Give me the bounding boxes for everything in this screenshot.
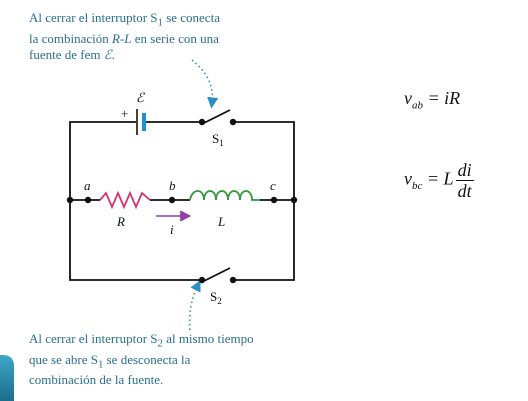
resistor-label: R	[116, 214, 125, 229]
wire-top-right	[233, 121, 295, 200]
switch-s2-label: S2	[210, 289, 222, 306]
corner-decoration	[0, 355, 14, 401]
node-c	[270, 196, 278, 204]
node-right-junction	[290, 196, 298, 204]
switch-s2-contact-right	[229, 276, 237, 284]
wire-top-left	[69, 121, 136, 200]
node-b	[168, 196, 176, 204]
wire-bottom-right	[233, 200, 295, 281]
switch-s2-blade	[201, 267, 231, 283]
inductor	[189, 190, 260, 201]
top-caption-line1: Al cerrar el interruptor S1 se conecta	[29, 10, 220, 29]
node-left-junction	[66, 196, 74, 204]
pointer-to-s2	[188, 279, 201, 331]
node-b-label: b	[169, 178, 176, 193]
equation-vab: vab = iR	[404, 88, 461, 112]
wire-bottom-left	[69, 200, 202, 281]
resistor	[99, 190, 151, 210]
node-c-label: c	[270, 178, 276, 193]
switch-s2-contact-left	[198, 276, 206, 284]
switch-s1-label: S1	[212, 131, 224, 148]
bottom-caption: Al cerrar el interruptor S2 al mismo tie…	[29, 331, 329, 388]
bottom-caption-line2: que se abre S1 se desconecta la	[29, 351, 191, 371]
bottom-caption-line1: Al cerrar el interruptor S2 al mismo tie…	[29, 331, 254, 350]
bottom-caption-line3: combinación de la fuente.	[29, 372, 164, 388]
switch-s1-contact-left	[198, 118, 206, 126]
switch-s1-blade	[201, 109, 231, 125]
top-caption-line3: fuente de fem ℰ.	[29, 46, 115, 62]
current-label: i	[170, 222, 174, 237]
inductor-label: L	[217, 214, 225, 229]
switch-s1-contact-right	[229, 118, 237, 126]
battery-short-plate	[142, 113, 146, 131]
plus-sign: +	[121, 106, 128, 121]
emf-label: ℰ	[136, 90, 145, 105]
node-a-label: a	[84, 178, 91, 193]
node-a	[84, 196, 92, 204]
top-caption-line2: la combinación R-L en serie con una	[29, 30, 219, 46]
top-caption: Al cerrar el interruptor S1 se conecta l…	[29, 10, 319, 63]
pointer-to-s1	[191, 59, 219, 109]
